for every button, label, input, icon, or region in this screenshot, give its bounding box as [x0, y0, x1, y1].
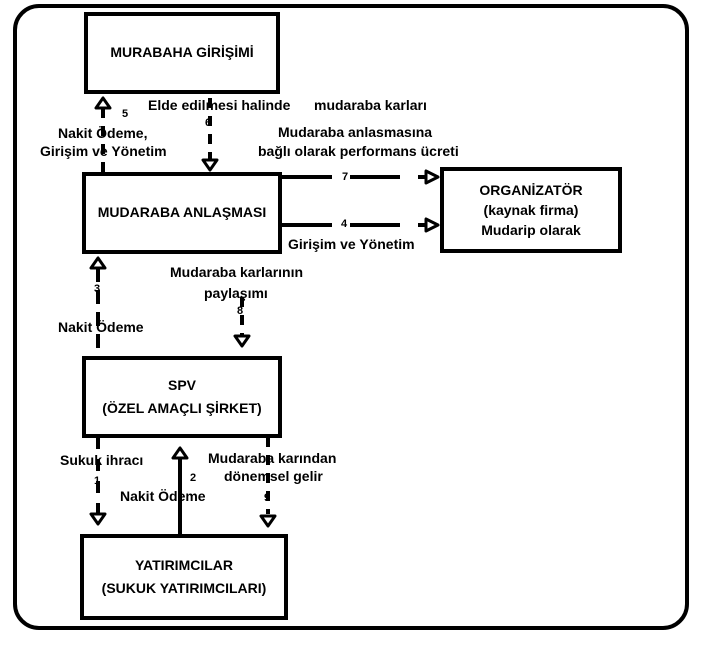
arrow-3-head [89, 256, 107, 270]
flow-9-number: 9 [264, 492, 271, 504]
diagram-frame [13, 4, 689, 630]
arrow-2-head [171, 446, 189, 460]
arrow-6-head [201, 158, 219, 172]
flow-3-label: Nakit Ödeme [58, 319, 144, 335]
spv-box: SPV (ÖZEL AMAÇLI ŞİRKET) [82, 356, 282, 438]
yatirimcilar-box: YATIRIMCILAR (SUKUK YATIRIMCILARI) [80, 534, 288, 620]
flow-9-label-1: Mudaraba karından [208, 450, 337, 466]
organizator-title: ORGANİZATÖR [479, 181, 583, 198]
arrow-8-head [233, 334, 251, 348]
flow-7-label-2: bağlı olarak performans ücreti [258, 143, 459, 159]
flow-8-number: 8 [237, 305, 244, 317]
flow-6-label-2: mudaraba karları [314, 97, 427, 113]
flow-6-label-1: Elde edilmesi halinde [148, 97, 291, 113]
murabaha-title: MURABAHA GİRİŞİMİ [110, 44, 254, 61]
organizator-role: Mudarip olarak [481, 222, 581, 239]
flow-7-number: 7 [342, 171, 349, 183]
murabaha-box: MURABAHA GİRİŞİMİ [84, 12, 280, 94]
organizator-box: ORGANİZATÖR (kaynak firma) Mudarip olara… [440, 167, 622, 253]
flow-2-number: 2 [190, 472, 197, 484]
flow-9-label-2: dönemsel gelir [224, 468, 323, 484]
organizator-subtitle: (kaynak firma) [483, 201, 579, 218]
arrow-1-head [89, 512, 107, 526]
yatirimcilar-title: YATIRIMCILAR [135, 556, 233, 573]
flow-1-number: 1 [94, 475, 101, 487]
flow-5-label-2: Girişim ve Yönetim [40, 143, 167, 159]
mudaraba-title: MUDARABA ANLAŞMASI [97, 204, 267, 221]
arrow-4-head [424, 217, 440, 233]
yatirimcilar-subtitle: (SUKUK YATIRIMCILARI) [101, 580, 267, 596]
flow-8-label-2: paylaşımı [204, 285, 268, 301]
flow-5-number: 5 [122, 108, 129, 120]
arrow-7-head [424, 169, 440, 185]
flow-1-label: Sukuk ihracı [60, 452, 144, 468]
flow-2-label: Nakit Ödeme [120, 488, 206, 504]
spv-subtitle: (ÖZEL AMAÇLI ŞİRKET) [102, 400, 262, 416]
flow-3-number: 3 [94, 283, 101, 295]
flow-6-number: 6 [205, 117, 212, 129]
spv-title: SPV [167, 376, 196, 393]
flow-5-label-1: Nakit Ödeme, [58, 125, 148, 141]
mudaraba-box: MUDARABA ANLAŞMASI [82, 172, 282, 254]
arrow-5-head [94, 96, 112, 110]
flow-8-label-1: Mudaraba karlarının [170, 264, 304, 280]
flow-7-label-1: Mudaraba anlasmasına [278, 124, 433, 140]
flow-4-number: 4 [341, 218, 348, 230]
arrow-9-head [259, 514, 277, 528]
flow-4-label: Girişim ve Yönetim [288, 236, 415, 252]
